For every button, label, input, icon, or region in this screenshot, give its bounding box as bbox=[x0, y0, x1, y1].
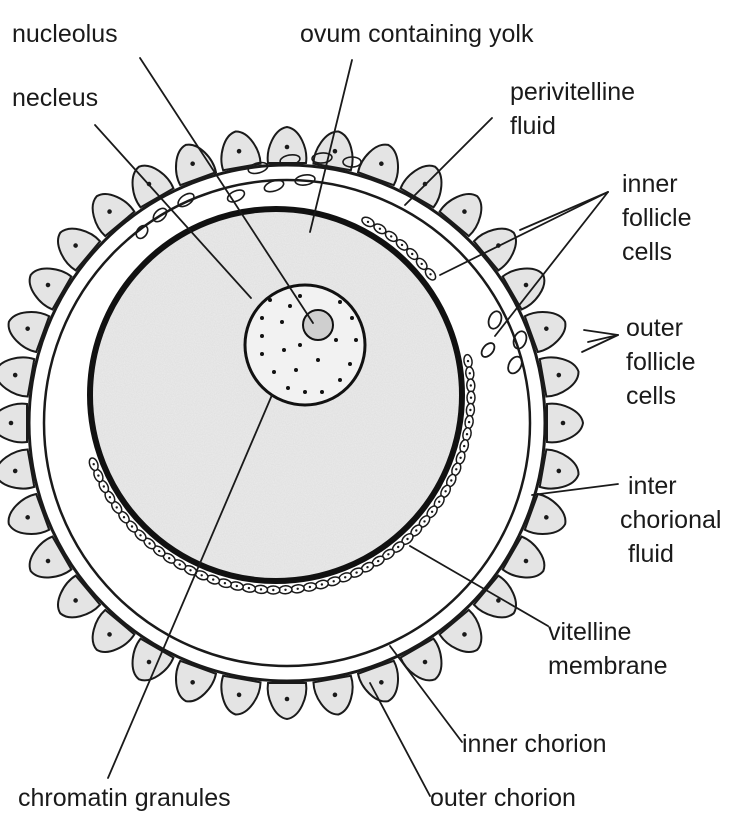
label-interchorional-2: chorional bbox=[620, 506, 721, 534]
label-inner-chorion: inner chorion bbox=[462, 730, 607, 758]
label-inner-follicle-1: inner bbox=[622, 170, 678, 198]
label-inner-follicle-2: follicle bbox=[622, 204, 691, 232]
chromatin-granule bbox=[280, 320, 284, 324]
outer-follicle-cell bbox=[540, 449, 582, 493]
outer-follicle-cell bbox=[313, 676, 357, 718]
chromatin-granule bbox=[338, 378, 342, 382]
chromatin-granule bbox=[282, 348, 286, 352]
label-chromatin-granules: chromatin granules bbox=[18, 784, 231, 812]
label-outer-follicle-3: cells bbox=[626, 382, 676, 410]
label-ovum: ovum containing yolk bbox=[300, 20, 534, 48]
label-perivitelline-2: fluid bbox=[510, 112, 556, 140]
chromatin-granule bbox=[286, 386, 290, 390]
outer-follicle-cell bbox=[0, 449, 34, 493]
chromatin-granule bbox=[288, 304, 292, 308]
chromatin-granule bbox=[348, 362, 352, 366]
chromatin-granule bbox=[338, 300, 342, 304]
label-outer-follicle-2: follicle bbox=[626, 348, 695, 376]
label-nucleus: necleus bbox=[12, 84, 98, 112]
outer-follicle-cell bbox=[268, 127, 307, 163]
label-vitelline-1: vitelline bbox=[548, 618, 631, 646]
outer-follicle-cell bbox=[0, 353, 34, 397]
outer-follicle-cell bbox=[268, 683, 307, 719]
chromatin-granule bbox=[260, 334, 264, 338]
label-perivitelline-1: perivitelline bbox=[510, 78, 635, 106]
outer-follicle-cell bbox=[217, 676, 261, 718]
chromatin-granule bbox=[298, 294, 302, 298]
chromatin-granule bbox=[260, 316, 264, 320]
chromatin-granule bbox=[334, 338, 338, 342]
chromatin-granule bbox=[303, 390, 307, 394]
chromatin-granule bbox=[268, 298, 272, 302]
label-interchorional-3: fluid bbox=[628, 540, 674, 568]
chromatin-granule bbox=[294, 368, 298, 372]
chromatin-granule bbox=[350, 316, 354, 320]
label-vitelline-2: membrane bbox=[548, 652, 668, 680]
chromatin-granule bbox=[320, 390, 324, 394]
label-nucleolus: nucleolus bbox=[12, 20, 118, 48]
outer-follicle-cell bbox=[547, 404, 583, 443]
chromatin-granule bbox=[298, 343, 302, 347]
label-inner-follicle-3: cells bbox=[622, 238, 672, 266]
nucleus bbox=[245, 285, 365, 405]
chromatin-granule bbox=[272, 370, 276, 374]
chromatin-granule bbox=[354, 338, 358, 342]
label-interchorional-1: inter bbox=[628, 472, 677, 500]
label-outer-follicle-1: outer bbox=[626, 314, 683, 342]
chromatin-granule bbox=[316, 358, 320, 362]
chromatin-granule bbox=[260, 352, 264, 356]
outer-follicle-cell bbox=[540, 353, 582, 397]
label-outer-chorion: outer chorion bbox=[430, 784, 576, 812]
outer-follicle-cell bbox=[0, 404, 27, 443]
outer-follicle-cell bbox=[313, 128, 357, 170]
